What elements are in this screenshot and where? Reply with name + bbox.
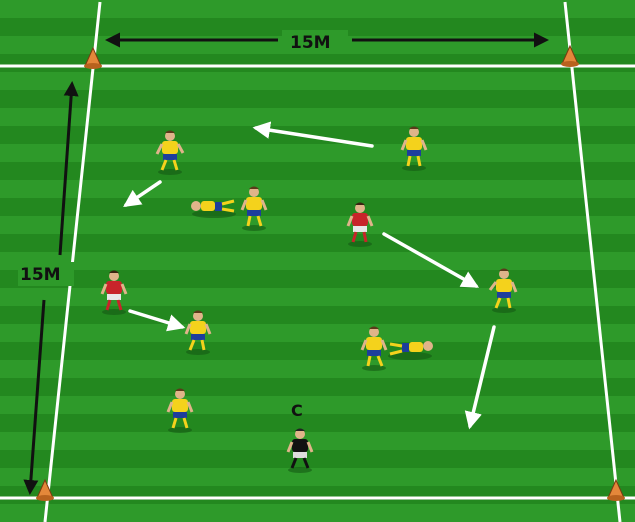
arrow-red-run: [128, 309, 186, 332]
cone-top-left: [84, 46, 102, 69]
arrow-center-run: [382, 232, 480, 288]
yellow-player-lying-1: [191, 199, 236, 218]
red-player-1: [346, 202, 374, 247]
arrow-left-run: [123, 180, 162, 207]
right-line: [563, 1, 622, 522]
cones: [36, 44, 625, 501]
yellow-player-7: [166, 388, 194, 433]
cone-top-right: [561, 44, 579, 67]
players: [100, 126, 518, 473]
arrow-right-run: [464, 325, 496, 430]
yellow-player-2: [400, 126, 428, 171]
yellow-player-3: [240, 186, 268, 231]
cone-bottom-right: [607, 478, 625, 501]
height-label: 15M: [20, 265, 61, 285]
yellow-player-6: [360, 326, 388, 371]
yellow-player-4: [488, 268, 518, 313]
dimension-markers: [23, 32, 549, 495]
arrow-top-run: [252, 121, 374, 148]
height-arrow-top: [58, 81, 79, 256]
yellow-player-5: [184, 310, 212, 355]
yellow-player-1: [155, 130, 185, 175]
cone-bottom-left: [36, 478, 54, 501]
coach: [286, 428, 314, 473]
red-player-2: [100, 270, 128, 315]
height-arrow-bottom: [23, 299, 46, 495]
width-label: 15M: [290, 33, 331, 53]
yellow-player-lying-2: [388, 341, 433, 360]
movement-arrows: [123, 121, 496, 430]
coach-label: C: [291, 401, 303, 420]
